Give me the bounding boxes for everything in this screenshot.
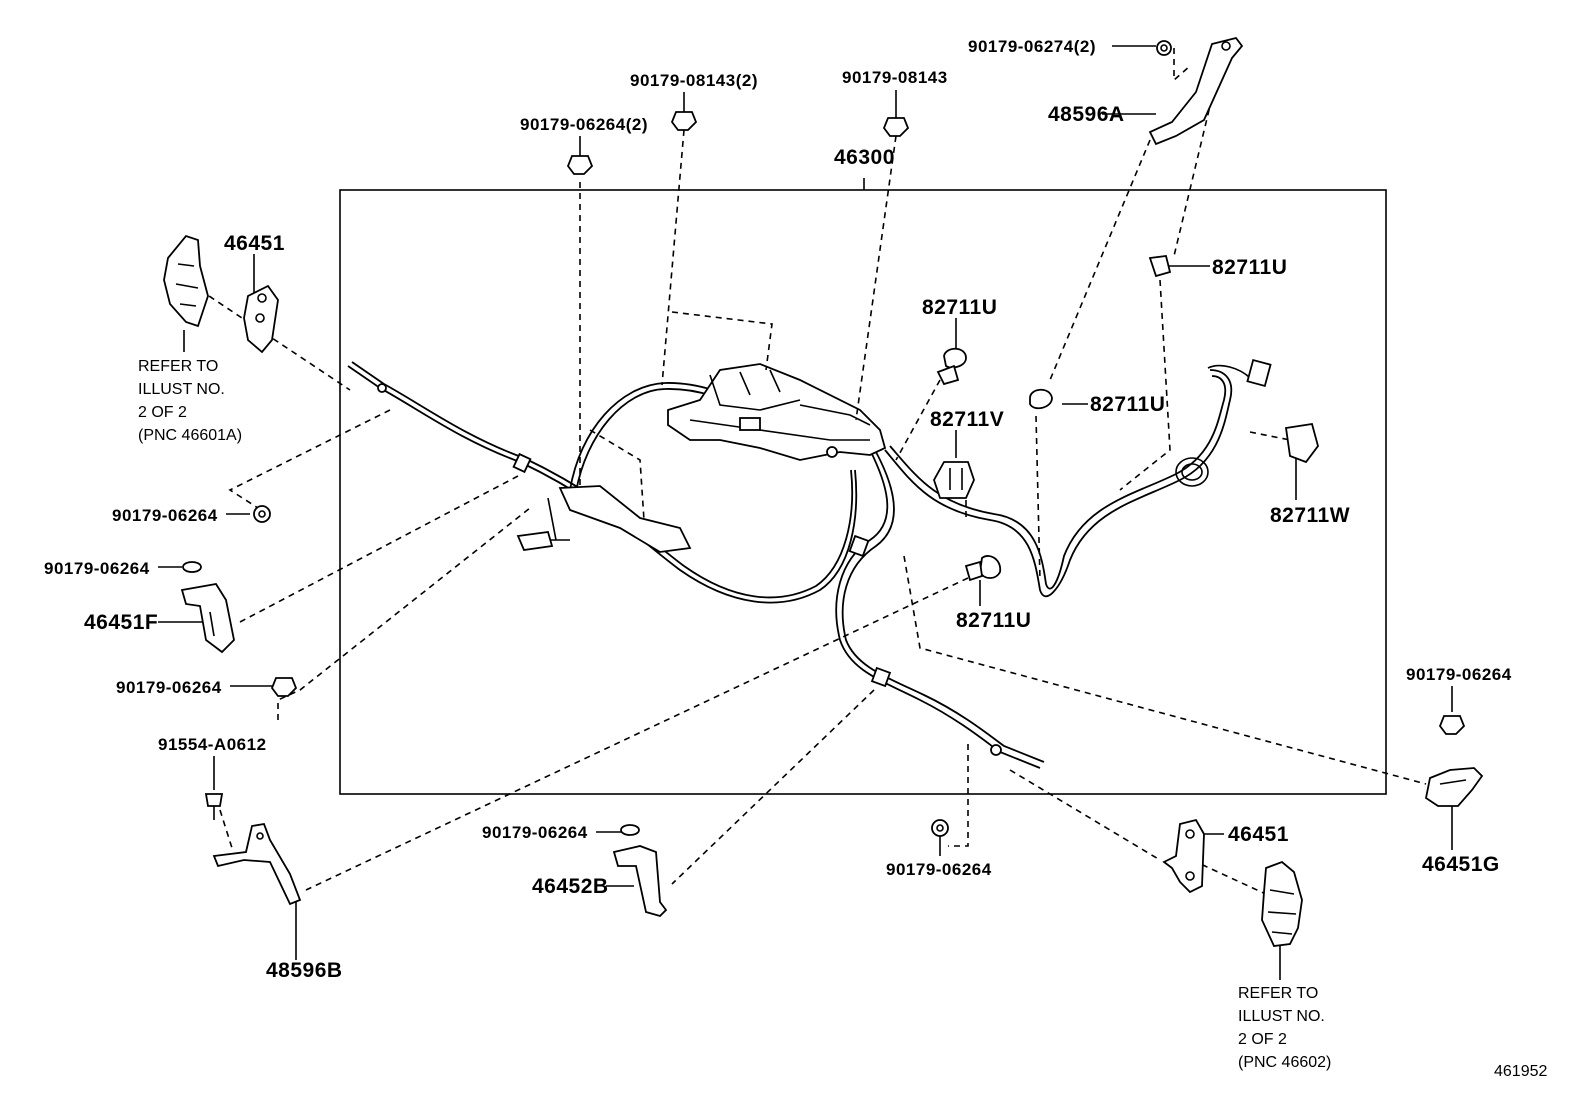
brake-cable-left [347,361,858,604]
clip-82711U-4 [964,555,1002,582]
label-90179-06264-e: 90179-06264 [886,860,992,879]
label-82711U-3: 82711U [1212,256,1287,279]
nut-90179-08143 [882,117,910,137]
label-46451F: 46451F [84,611,158,634]
svg-text:REFER TO: REFER TO [1238,985,1318,1002]
clip-82711U-2 [1029,388,1053,410]
label-82711U-2: 82711U [1090,393,1165,416]
wire-harness [884,358,1272,598]
label-90179-06264-f: 90179-06264 [1406,665,1512,684]
label-90179-08143: 90179-08143 [842,68,948,87]
label-90179-06264-c: 90179-06264 [116,678,222,697]
label-46300: 46300 [834,146,895,169]
label-90179-06274-2: 90179-06274(2) [968,37,1096,56]
bracket-48596B [212,822,302,906]
refer-note-left: REFER TO ILLUST NO. 2 OF 2 (PNC 46601A) [138,358,242,444]
clip-82711U-1 [936,347,967,386]
nut-90179-06264-f [1438,715,1466,735]
svg-text:ILLUST NO.: ILLUST NO. [138,381,225,398]
nut-90179-06264-d [620,824,640,836]
leader-lines [199,48,1427,897]
clip-82711U-3 [1148,255,1172,278]
solid-leaders [158,45,1453,980]
bolt-91554-A0612 [204,793,224,820]
label-90179-06264-2: 90179-06264(2) [520,115,648,134]
bracket-48596A [1148,36,1244,146]
nut-90179-06264-2 [566,155,594,175]
clip-82711V [933,461,975,499]
brake-caliper-right [1261,860,1303,947]
svg-text:(PNC 46602): (PNC 46602) [1238,1054,1331,1071]
label-46451-top: 46451 [224,232,285,255]
part-labels: 90179-06274(2) 48596A 90179-08143(2) 901… [44,37,1512,982]
clip-82711W [1284,422,1319,464]
label-48596B: 48596B [266,959,343,982]
label-82711V: 82711V [930,408,1004,431]
svg-text:REFER TO: REFER TO [138,358,218,375]
svg-text:(PNC 46601A): (PNC 46601A) [138,427,242,444]
cable-bracket-left [516,485,692,553]
nut-90179-06264-a [253,505,271,523]
label-91554-A0612: 91554-A0612 [158,735,267,754]
label-90179-08143-2: 90179-08143(2) [630,71,758,90]
label-90179-06264-a: 90179-06264 [112,506,218,525]
label-90179-06264-b: 90179-06264 [44,559,150,578]
label-82711U-1: 82711U [922,296,997,319]
brake-cable-right [835,449,1045,769]
label-46452B: 46452B [532,875,609,898]
nut-90179-06264-e [931,819,949,837]
bracket-46451-top [243,284,279,354]
nut-90179-06264-c [270,677,298,697]
parking-brake-actuator [667,363,887,461]
brake-caliper-left [163,234,209,328]
svg-text:ILLUST NO.: ILLUST NO. [1238,1008,1325,1025]
nut-90179-06264-b [182,561,202,573]
label-48596A: 48596A [1048,103,1125,126]
label-90179-06264-d: 90179-06264 [482,823,588,842]
bracket-46451G [1424,767,1484,807]
bracket-46451F [180,583,235,654]
bracket-46452B [612,845,668,918]
diagram-id: 461952 [1494,1063,1547,1080]
label-82711U-4: 82711U [956,609,1031,632]
nut-90179-06274 [1156,40,1172,56]
nut-90179-08143-2 [670,111,698,131]
svg-text:2 OF 2: 2 OF 2 [1238,1031,1287,1048]
label-82711W: 82711W [1270,504,1350,527]
svg-text:2 OF 2: 2 OF 2 [138,404,187,421]
assembly-46300-box [339,189,1387,795]
label-46451G: 46451G [1422,853,1500,876]
bracket-46451-bottom [1162,818,1205,894]
refer-note-right: REFER TO ILLUST NO. 2 OF 2 (PNC 46602) [1238,985,1331,1071]
label-46451-bottom: 46451 [1228,823,1289,846]
